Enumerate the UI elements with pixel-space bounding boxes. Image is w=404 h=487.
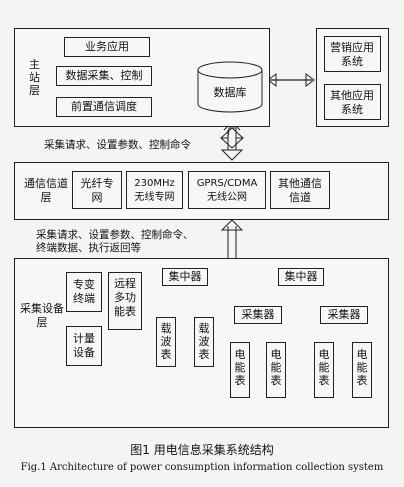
mhz-label: 230MHz 无线专网 bbox=[134, 178, 175, 203]
marketing-box bbox=[324, 36, 381, 72]
gprs-label: GPRS/CDMA 无线公网 bbox=[196, 178, 258, 203]
energy-meter-3-box bbox=[314, 342, 334, 398]
concentrator-2-label: 集中器 bbox=[284, 270, 318, 283]
caption-chinese: 图1 用电信息采集系统结构 bbox=[130, 443, 274, 457]
energy-meter-2-label: 电能表 bbox=[270, 348, 282, 387]
data-collect-box bbox=[56, 66, 152, 86]
device-layer-label: 采集设备层 bbox=[20, 302, 64, 329]
flow-label-2: 采集请求、设置参数、控制命令、 终端数据、执行返回等 bbox=[36, 229, 194, 254]
fiber-box bbox=[72, 171, 122, 209]
business-app-label: 业务应用 bbox=[85, 40, 129, 53]
database-icon bbox=[197, 61, 263, 113]
front-scheduler-label: 前置通信调度 bbox=[71, 100, 137, 113]
collector-1-label: 采集器 bbox=[241, 308, 275, 321]
meter-label: 计量设备 bbox=[73, 332, 95, 359]
caption-english: Fig.1 Architecture of power consumption … bbox=[20, 462, 384, 473]
business-app-box bbox=[64, 37, 150, 57]
flow-label-1: 采集请求、设置参数、控制命令 bbox=[44, 139, 191, 151]
fiber-label: 光纤专网 bbox=[80, 177, 114, 204]
carrier-meter-1-box bbox=[156, 317, 176, 367]
energy-meter-4-box bbox=[352, 342, 372, 398]
concentrator-2-box bbox=[278, 268, 324, 286]
other-apps-label: 其他应用系统 bbox=[330, 89, 374, 116]
other-apps-box bbox=[324, 84, 381, 120]
energy-meter-1-box bbox=[230, 342, 250, 398]
energy-meter-1-label: 电能表 bbox=[234, 348, 246, 387]
marketing-label: 营销应用系统 bbox=[330, 41, 374, 68]
energy-meter-4-label: 电能表 bbox=[356, 348, 368, 387]
main-station-label: 主站层 bbox=[29, 58, 40, 97]
mhz-box bbox=[126, 171, 183, 209]
multi-meter-label: 远程多功能表 bbox=[114, 277, 136, 318]
dedicated-terminal-label: 专变终端 bbox=[73, 278, 95, 305]
multi-meter-box bbox=[108, 272, 142, 330]
channel-layer-label: 通信信道层 bbox=[24, 177, 68, 204]
carrier-meter-2-box bbox=[194, 317, 214, 367]
concentrator-1-box bbox=[162, 268, 208, 286]
carrier-meter-2-label: 载波表 bbox=[198, 322, 210, 361]
energy-meter-3-label: 电能表 bbox=[318, 348, 330, 387]
database-label: 数据库 bbox=[213, 86, 247, 99]
front-scheduler-box bbox=[56, 97, 152, 117]
gprs-box bbox=[188, 171, 266, 209]
collector-2-box bbox=[320, 306, 368, 324]
data-collect-label: 数据采集、控制 bbox=[65, 69, 143, 82]
meter-box bbox=[66, 326, 102, 366]
other-channel-box bbox=[270, 171, 330, 209]
energy-meter-2-box bbox=[266, 342, 286, 398]
collector-1-box bbox=[234, 306, 282, 324]
carrier-meter-1-label: 载波表 bbox=[160, 322, 172, 361]
concentrator-1-label: 集中器 bbox=[168, 270, 202, 283]
other-channel-label: 其他通信信道 bbox=[278, 177, 322, 204]
collector-2-label: 采集器 bbox=[327, 308, 361, 321]
dedicated-terminal-box bbox=[66, 272, 102, 312]
